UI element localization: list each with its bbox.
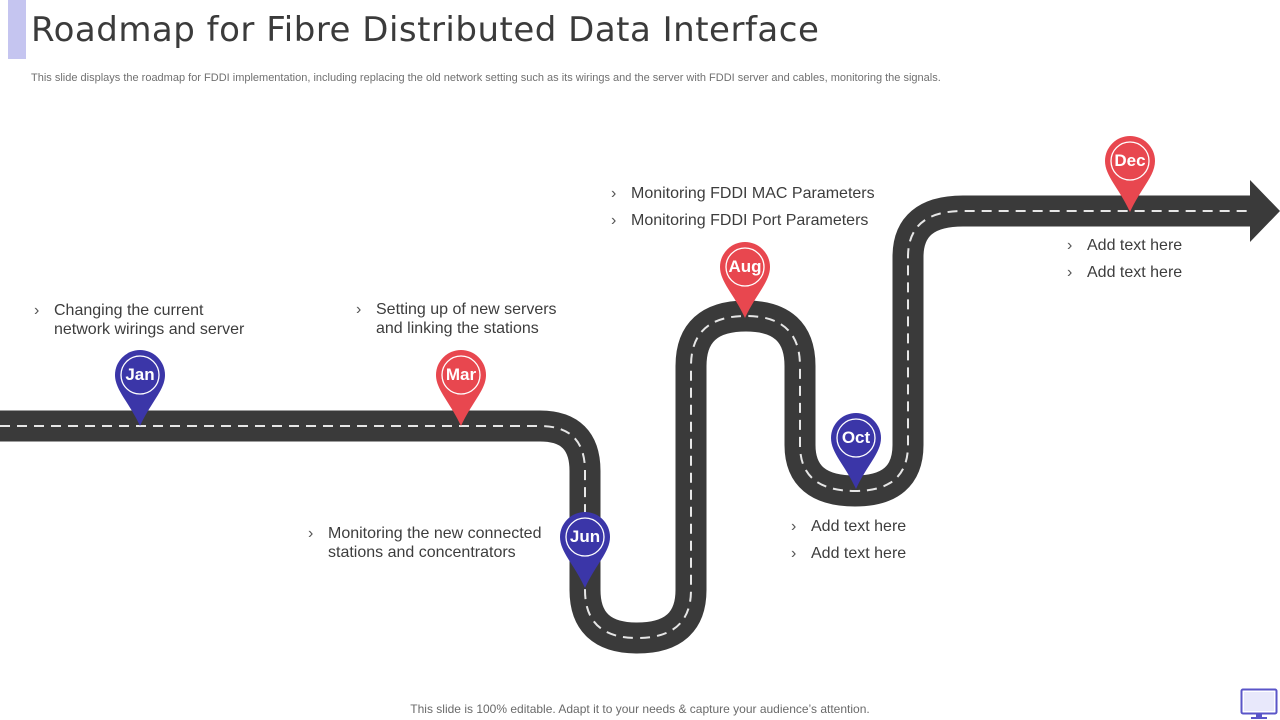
- chevron-right-icon: ›: [1067, 237, 1073, 254]
- milestone-month: Aug: [728, 257, 762, 276]
- page-title: Roadmap for Fibre Distributed Data Inter…: [31, 10, 820, 50]
- milestone-month: Jan: [125, 365, 155, 384]
- milestone-note-jun: › Monitoring the new connected stations …: [308, 524, 541, 570]
- chevron-right-icon: ›: [611, 212, 617, 229]
- note-text: Changing the current network wirings and…: [54, 302, 245, 338]
- note-text: Setting up of new servers and linking th…: [376, 301, 557, 337]
- note-text: Add text here: [811, 518, 907, 535]
- road-arrow-head: [1250, 180, 1280, 242]
- chevron-right-icon: ›: [1067, 264, 1073, 281]
- milestone-pin-jan: Jan: [115, 350, 165, 426]
- note-text: Add text here: [1087, 264, 1183, 281]
- milestone-month: Jun: [569, 527, 601, 546]
- monitor-icon: [1240, 688, 1278, 719]
- road-center-line: [0, 210, 1252, 640]
- map-pin-icon: [436, 350, 486, 426]
- note-item: › Add text here: [1067, 263, 1182, 282]
- chevron-right-icon: ›: [34, 302, 40, 319]
- milestone-note-aug: › Monitoring FDDI MAC Parameters › Monit…: [611, 184, 875, 238]
- milestone-pin-dec: Dec: [1105, 136, 1155, 212]
- milestone-note-oct: › Add text here › Add text here: [791, 517, 906, 571]
- note-item: › Monitoring the new connected stations …: [308, 524, 541, 562]
- road-body: [0, 195, 1252, 654]
- milestone-note-jan: › Changing the current network wirings a…: [34, 301, 244, 347]
- milestone-pin-aug: Aug: [720, 242, 770, 318]
- note-item: › Changing the current network wirings a…: [34, 301, 244, 339]
- note-item: › Add text here: [1067, 236, 1182, 255]
- footer-note: This slide is 100% editable. Adapt it to…: [410, 702, 870, 716]
- note-item: › Add text here: [791, 544, 906, 563]
- map-pin-icon: [831, 413, 881, 489]
- milestone-month: Oct: [841, 428, 871, 447]
- title-accent-bar: [8, 0, 26, 59]
- chevron-right-icon: ›: [791, 545, 797, 562]
- note-text: Monitoring the new connected stations an…: [328, 525, 542, 561]
- note-item: › Monitoring FDDI Port Parameters: [611, 211, 875, 230]
- milestone-month: Dec: [1114, 151, 1146, 170]
- milestone-pin-oct: Oct: [831, 413, 881, 489]
- map-pin-icon: [1105, 136, 1155, 212]
- map-pin-icon: [115, 350, 165, 426]
- note-text: Add text here: [1087, 237, 1183, 254]
- note-text: Add text here: [811, 545, 907, 562]
- milestone-note-mar: › Setting up of new servers and linking …: [356, 300, 557, 346]
- milestone-month: Mar: [445, 365, 477, 384]
- chevron-right-icon: ›: [611, 185, 617, 202]
- milestone-note-dec: › Add text here › Add text here: [1067, 236, 1182, 290]
- note-item: › Add text here: [791, 517, 906, 536]
- map-pin-icon: [560, 512, 610, 588]
- chevron-right-icon: ›: [308, 525, 314, 542]
- note-text: Monitoring FDDI Port Parameters: [631, 212, 869, 229]
- chevron-right-icon: ›: [356, 301, 362, 318]
- page-subtitle: This slide displays the roadmap for FDDI…: [31, 72, 941, 84]
- note-item: › Setting up of new servers and linking …: [356, 300, 557, 338]
- note-item: › Monitoring FDDI MAC Parameters: [611, 184, 875, 203]
- chevron-right-icon: ›: [791, 518, 797, 535]
- milestone-pin-jun: Jun: [560, 512, 610, 588]
- note-text: Monitoring FDDI MAC Parameters: [631, 185, 875, 202]
- map-pin-icon: [720, 242, 770, 318]
- milestone-pin-mar: Mar: [436, 350, 486, 426]
